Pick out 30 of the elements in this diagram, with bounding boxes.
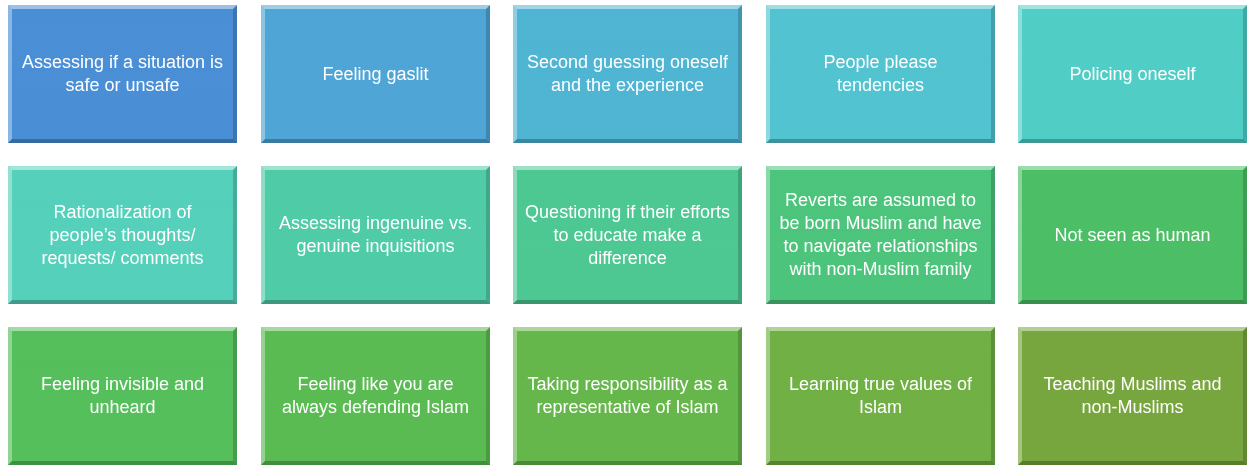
tile-text: Second guessing oneself and the experience bbox=[525, 51, 730, 97]
tile-text: Assessing if a situation is safe or unsafe bbox=[20, 51, 225, 97]
tile-text: Feeling invisible and unheard bbox=[39, 373, 206, 419]
tile bbox=[261, 166, 490, 304]
tile bbox=[261, 327, 490, 465]
tile-text: People please tendencies bbox=[822, 51, 939, 97]
tile bbox=[8, 5, 237, 143]
tile bbox=[766, 327, 995, 465]
tile bbox=[8, 166, 237, 304]
tile-text: Teaching Muslims and non-Muslims bbox=[1042, 373, 1223, 419]
tile-text: Policing oneself bbox=[1069, 62, 1196, 86]
tile bbox=[513, 5, 742, 143]
tile-text: Rationalization of people’s thoughts/ requests/ comments bbox=[40, 200, 205, 270]
tile bbox=[1018, 166, 1247, 304]
tile bbox=[261, 5, 490, 143]
tile-text: Reverts are assumed to be born Muslim and have to navigate relationships with non-Muslim family bbox=[778, 189, 983, 281]
tile bbox=[766, 166, 995, 304]
tile bbox=[513, 166, 742, 304]
tile bbox=[8, 327, 237, 465]
tile-text: Assessing ingenuine vs. genuine inquisitions bbox=[277, 212, 474, 258]
tile-text: Not seen as human bbox=[1054, 223, 1211, 247]
tile-text: Learning true values of Islam bbox=[787, 373, 974, 419]
tile bbox=[1018, 327, 1247, 465]
tile bbox=[513, 327, 742, 465]
tile bbox=[766, 5, 995, 143]
tile bbox=[1018, 5, 1247, 143]
tile-text: Taking responsibility as a representative of Islam bbox=[526, 373, 729, 419]
tile-text: Questioning if their efforts to educate make a difference bbox=[525, 200, 730, 270]
tile-text: Feeling gaslit bbox=[322, 62, 429, 86]
tile-text: Feeling like you are always defending Islam bbox=[280, 373, 471, 419]
